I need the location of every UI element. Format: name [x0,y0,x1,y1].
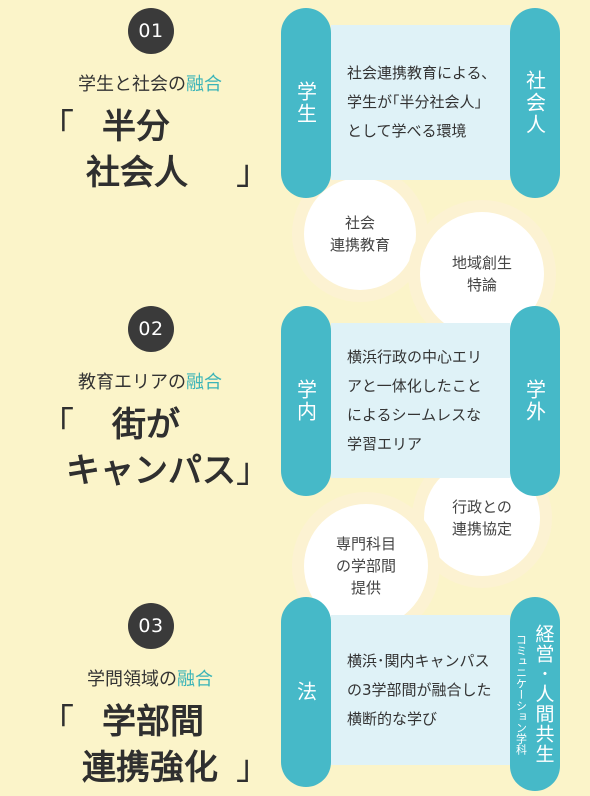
subtitle-text: 学生と社会の [78,74,186,95]
headline-line: 街が [112,405,180,445]
section-subtitle: 教育エリアの融合 [0,368,300,394]
section-number-badge: 03 [128,603,174,649]
circle-text: 提供 [350,579,381,597]
description-box: 社会連携教育による､学生が｢半分社会人｣として学べる環境 [331,25,510,180]
section-03: 03 学問領域の融合 「 学部間 連携強化 」 法 経営･人間共生 コミュニケー… [0,595,590,796]
right-pill: 学外 [510,306,560,496]
headline-line: 連携強化 [82,748,218,788]
quote-close: 」 [236,748,270,788]
description-box: 横浜･関内キャンパスの3学部間が融合した横断的な学び [331,615,510,765]
description-text: 横浜･関内キャンパスの3学部間が融合した横断的な学び [347,651,492,728]
section-number-badge: 02 [128,306,174,352]
circle-text: の学部間 [335,557,396,575]
circle-text: 社会 [344,214,375,232]
right-pill: 社会人 [510,8,560,198]
description-box: 横浜行政の中心エリアと一体化したことによるシームレスな学習エリア [331,323,510,478]
headline-line: 社会人 [86,153,188,193]
circle-text: 連携教育 [329,236,390,254]
right-pill: 経営･人間共生 コミュニケーション学科 [510,597,560,791]
section-02: 02 教育エリアの融合 「 街が キャンパス 」 学内 学外 横浜行政の中心エリ… [0,298,590,628]
section-subtitle: 学生と社会の融合 [0,70,300,96]
quote-close: 」 [236,153,270,193]
section-headline: 「 半分 社会人 」 [40,104,270,196]
circle-text: 特論 [466,276,497,294]
circle-text: 行政との [452,498,512,516]
section-01: 01 学生と社会の融合 「 半分 社会人 」 学生 社会人 社会連携教育による､… [0,0,590,336]
right-pill-sublabel: コミュニケーション学科 [514,633,528,755]
section-headline: 「 学部間 連携強化 」 [40,699,270,791]
circle-text: 専門科目 [335,535,396,553]
quote-close: 」 [236,451,270,491]
subtitle-text: 教育エリアの [78,372,186,393]
quote-open: 「 [40,107,74,147]
section-number-badge: 01 [128,8,174,54]
left-pill: 法 [281,597,331,787]
left-pill: 学内 [281,306,331,496]
left-pill: 学生 [281,8,331,198]
subtitle-accent: 融合 [186,372,222,393]
quote-open: 「 [40,702,74,742]
circle-text: 連携協定 [451,520,512,538]
section-subtitle: 学問領域の融合 [0,665,300,691]
headline-line: 学部間 [102,702,204,742]
description-text: 社会連携教育による､学生が｢半分社会人｣として学べる環境 [347,64,490,140]
headline-line: キャンパス [66,451,236,491]
quote-open: 「 [40,405,74,445]
section-headline: 「 街が キャンパス 」 [40,402,270,494]
concept-circle: 社会 連携教育 [304,178,416,290]
subtitle-text: 学問領域の [87,669,177,690]
headline-line: 半分 [102,107,170,147]
subtitle-accent: 融合 [186,74,222,95]
description-text: 横浜行政の中心エリアと一体化したことによるシームレスな学習エリア [347,347,483,453]
right-pill-label: 経営･人間共生 [532,624,555,764]
subtitle-accent: 融合 [177,669,213,690]
circle-text: 地域創生 [451,254,512,272]
